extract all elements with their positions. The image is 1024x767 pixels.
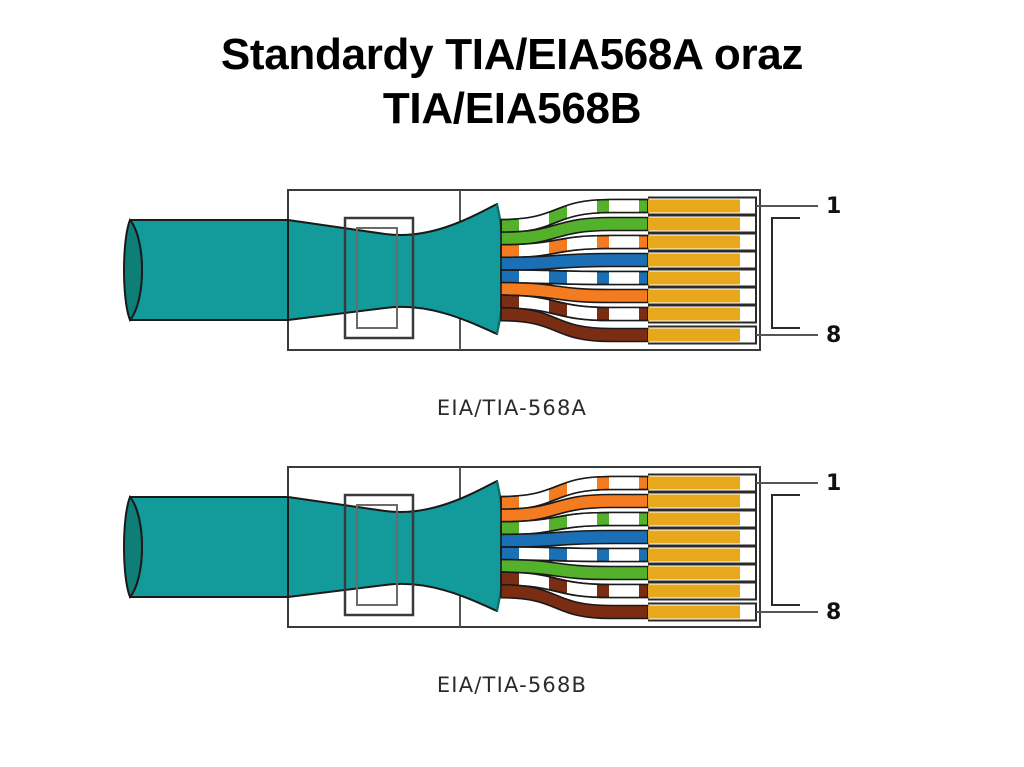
wire-stripe-band <box>609 546 639 562</box>
pin-number-top: 1 <box>826 471 842 496</box>
cable-cut-end <box>123 495 143 599</box>
latch-outer-rect <box>343 493 415 617</box>
diagram-caption-568b: EIA/TIA-568B <box>436 673 588 697</box>
wire-stripe-band <box>519 269 549 285</box>
latch-inner-rect <box>356 504 398 606</box>
rj45-illustration-568b <box>123 466 818 628</box>
diagram-caption-568a: EIA/TIA-568A <box>436 396 588 420</box>
gold-contact-pin <box>648 253 740 267</box>
wire-stripe-band <box>609 269 639 285</box>
diagram-568b: EIA/TIA-568B 1 8 <box>0 455 1024 705</box>
pin-number-top: 1 <box>826 194 842 219</box>
pin-number-bottom: 8 <box>826 600 842 625</box>
latch-inner-rect <box>356 227 398 329</box>
cable-jacket <box>129 496 289 598</box>
gold-contact-pin <box>648 512 740 526</box>
cable-cut-end <box>123 218 143 322</box>
wire-stripe-band <box>567 269 597 285</box>
pin-range-bracket <box>771 217 800 329</box>
gold-contact-pin <box>648 217 740 231</box>
pin-range-bracket <box>771 494 800 606</box>
gold-contact-pin <box>648 476 740 490</box>
cable-jacket <box>129 219 289 321</box>
gold-contact-pin <box>648 328 740 342</box>
wire-stripe-band <box>519 546 549 562</box>
wire-stripes <box>519 546 639 562</box>
wire-bundle <box>500 196 757 345</box>
wire-stripe-band <box>567 546 597 562</box>
gold-contact-pin <box>648 530 740 544</box>
gold-contact-pin <box>648 289 740 303</box>
gold-contact-pin <box>648 271 740 285</box>
gold-contact-pin <box>648 605 740 619</box>
wire-stripes <box>519 269 639 285</box>
gold-contact-pin <box>648 307 740 321</box>
gold-contact-pin <box>648 235 740 249</box>
rj45-illustration-568a <box>123 189 818 351</box>
page-title: Standardy TIA/EIA568A oraz TIA/EIA568B <box>220 30 804 133</box>
gold-contact-pin <box>648 548 740 562</box>
gold-contact-pin <box>648 199 740 213</box>
latch-outer-rect <box>343 216 415 340</box>
gold-contact-pin <box>648 494 740 508</box>
gold-contact-pin <box>648 584 740 598</box>
gold-contact-pin <box>648 566 740 580</box>
pin-number-bottom: 8 <box>826 323 842 348</box>
diagram-568a: EIA/TIA-568A 1 8 <box>0 178 1024 428</box>
